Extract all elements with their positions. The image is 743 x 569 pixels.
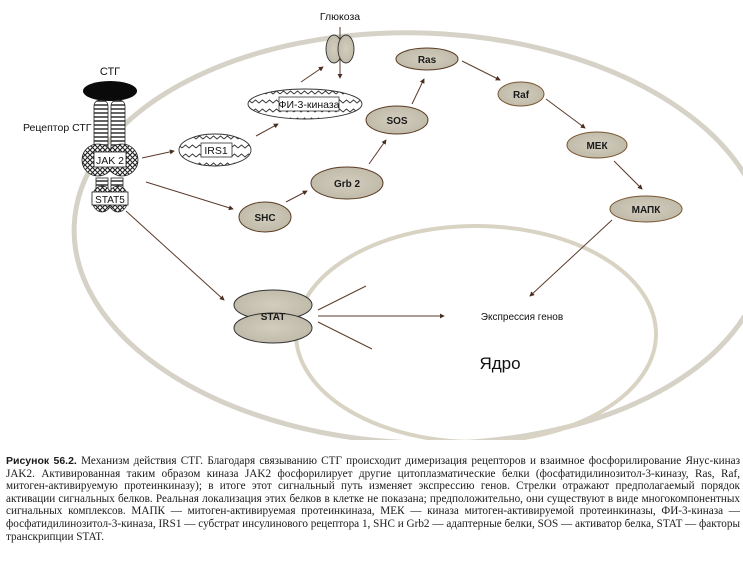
pi3k-label: ФИ-3-киназа (279, 99, 340, 111)
stat-label: STAT (261, 312, 286, 323)
pi3k-node: ФИ-3-киназа (247, 88, 363, 120)
jak2-label: JAK 2 (96, 155, 124, 167)
cell-membrane (71, 30, 743, 440)
nucleus-label: Ядро (479, 354, 520, 373)
irs1-label: IRS1 (204, 145, 228, 157)
irs1-node: IRS1 (178, 133, 252, 167)
line-stat-nucleus-upper (317, 285, 367, 311)
receptor-label: Рецептор СТГ (23, 122, 92, 134)
figure-caption: Рисунок 56.2. Механизм действия СТГ. Бла… (6, 455, 740, 543)
sos-label: SOS (386, 116, 407, 127)
nucleus-membrane (294, 224, 658, 440)
ras-label: Ras (418, 55, 437, 66)
mek-node: МЕК (566, 131, 628, 159)
stat5-label: STAT5 (95, 195, 125, 206)
arrow-jak2-shc (145, 181, 234, 211)
raf-node: Raf (497, 81, 545, 107)
caption-text: Механизм действия СТГ. Благодаря связыва… (6, 455, 741, 543)
arrow-raf-mek (545, 98, 586, 129)
ligand-shape (83, 81, 137, 101)
arrow-sos-ras (411, 78, 425, 105)
mek-label: МЕК (586, 141, 608, 152)
stat-node: STAT (233, 289, 313, 344)
gene-expression-label: Экспрессия генов (481, 312, 563, 323)
sos-node: SOS (365, 105, 429, 135)
mapk-label: МАПК (632, 205, 662, 216)
shc-node: SHC (238, 201, 292, 233)
line-stat-nucleus-lower (317, 321, 373, 350)
figure-number: Рисунок 56.2. (6, 455, 77, 467)
growth-hormone-signaling-diagram: СТГ Рецептор СТГ JAK 2 STAT5 Глюкоза IRS… (23, 11, 743, 440)
grb2-node: Grb 2 (310, 166, 384, 200)
stat5-node: STAT5 (91, 185, 129, 213)
raf-label: Raf (513, 90, 530, 101)
grb2-label: Grb 2 (334, 179, 361, 190)
arrow-grb2-sos (368, 139, 387, 165)
arrow-mek-mapk (613, 160, 643, 190)
arrow-pi3k-glut (300, 66, 324, 83)
signaling-arrows (125, 27, 643, 319)
arrow-jak2-irs1 (141, 149, 175, 159)
glucose-transporter (325, 34, 355, 64)
shc-label: SHC (254, 213, 275, 224)
arrow-shc-grb2 (285, 190, 308, 203)
arrow-ras-raf (461, 60, 501, 81)
glucose-label: Глюкоза (320, 11, 360, 23)
ras-node: Ras (395, 47, 459, 71)
ligand-label: СТГ (100, 66, 120, 78)
arrow-irs1-pi3k (255, 123, 279, 137)
arrow-mapk-genes (529, 219, 613, 297)
jak2-node: JAK 2 (81, 143, 139, 177)
mapk-node: МАПК (609, 195, 683, 223)
arrow-stat5-stat (125, 210, 225, 301)
